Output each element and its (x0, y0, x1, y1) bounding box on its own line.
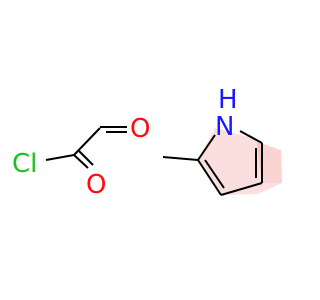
chemical-structures: Cl O O H N (12, 85, 282, 200)
chlorine-atom-label: Cl (12, 149, 37, 179)
bond-c4-c3 (220, 182, 263, 196)
nitrogen-atom-label: N (215, 112, 234, 142)
oxygen-carbonyl-label: O (86, 170, 106, 200)
methylpyrrole-molecule: H N (162, 85, 263, 196)
chlorooxoacetyl-molecule: Cl O O (12, 114, 150, 200)
bond-c2-n (197, 134, 216, 161)
bond-c3-c2 (197, 159, 222, 196)
bond-n-c5 (239, 130, 263, 144)
structure-canvas: Cl O O H N (12, 85, 282, 200)
bond-c3-c2-inner (204, 159, 225, 189)
nitrogen-h-label: H (218, 85, 238, 115)
bond-methyl-c2 (162, 156, 199, 161)
bond-cl-c (45, 154, 75, 161)
oxygen-aldehyde-label: O (130, 114, 150, 144)
pyrrole-aromatic-highlight (198, 128, 282, 195)
bond-c-c (73, 127, 101, 156)
bond-c-o-carbonyl-1 (73, 154, 89, 169)
bond-c-o-carbonyl-2 (78, 150, 94, 166)
